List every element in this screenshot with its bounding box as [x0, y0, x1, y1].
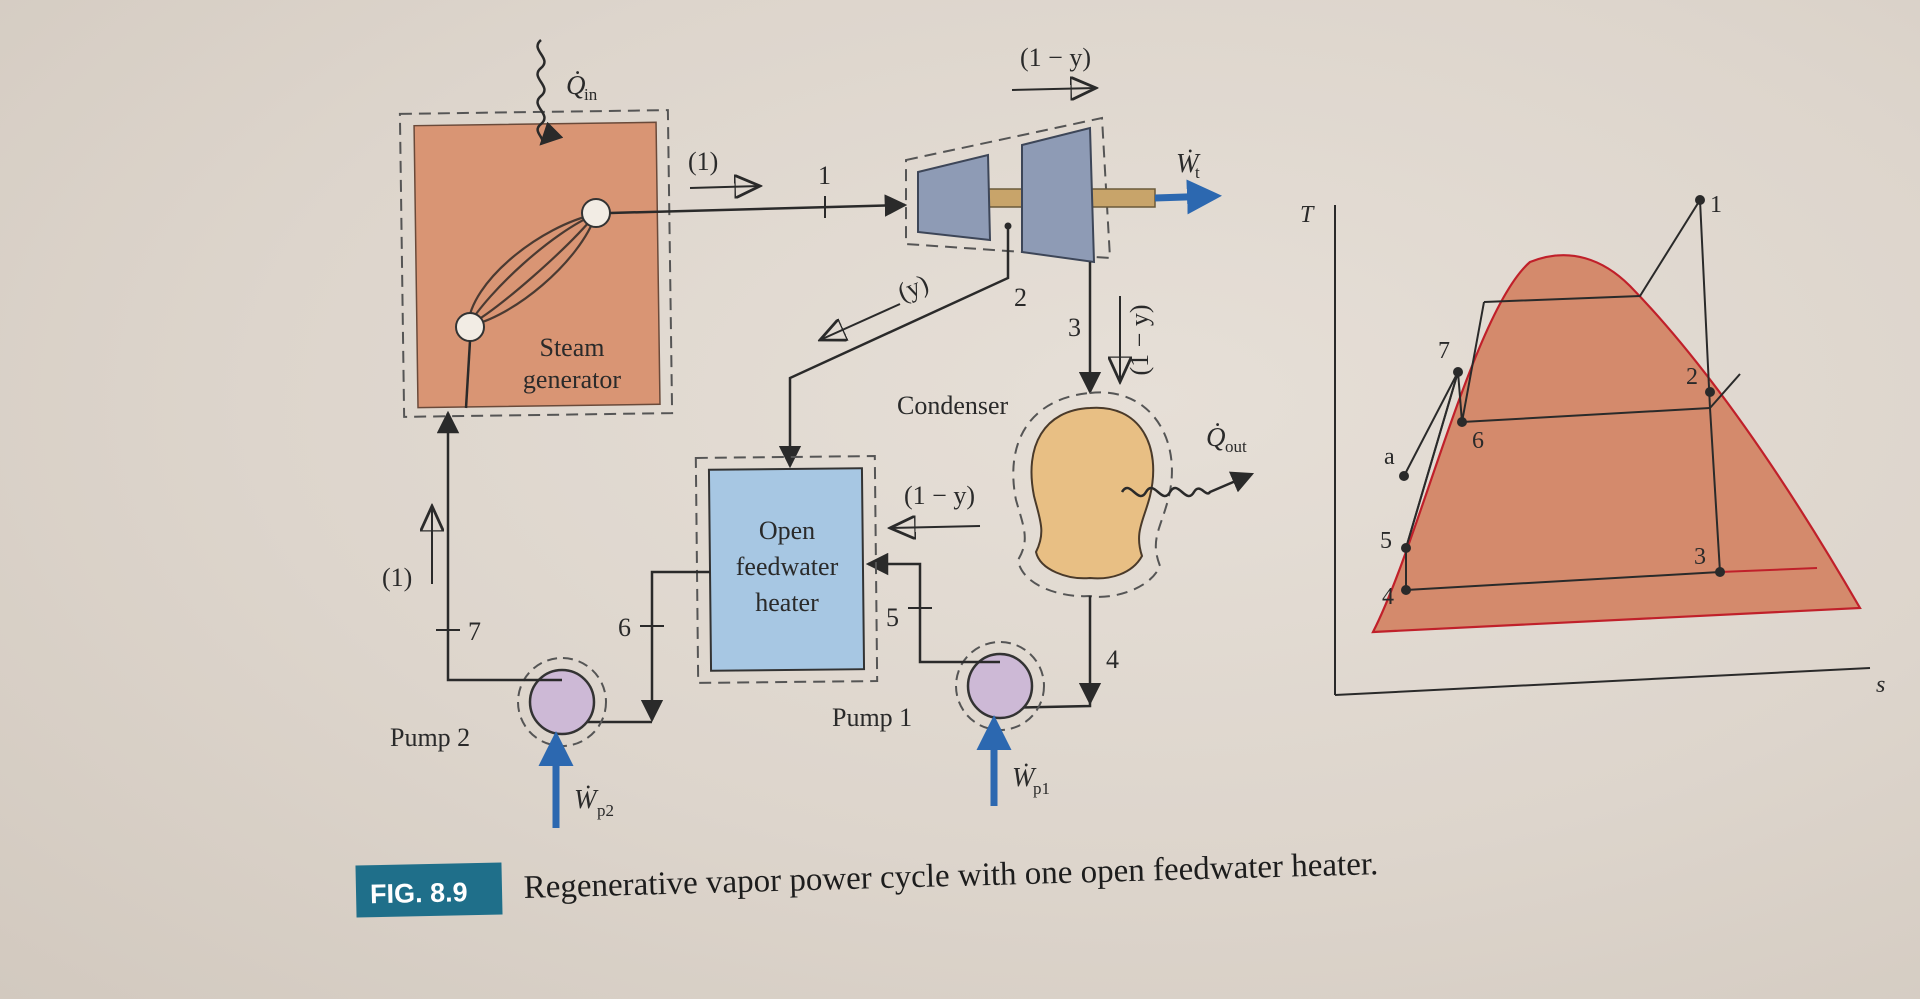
heater-label-line1: Open — [759, 516, 815, 545]
state-2-label: 2 — [1014, 283, 1027, 312]
ts-axis-s — [1334, 667, 1871, 696]
q-out-subscript: out — [1225, 437, 1247, 456]
q-in-subscript: in — [584, 85, 598, 104]
ts-point-a: a — [1384, 444, 1395, 470]
state-7-label: 7 — [468, 617, 481, 646]
steam-generator: Steam generator — [398, 109, 674, 418]
ts-point-5: 5 — [1380, 528, 1392, 554]
state-6-label: 6 — [618, 613, 631, 642]
pipe-gen-inlet — [464, 340, 472, 409]
fig-tag: FIG. 8.9 — [370, 877, 468, 909]
pump-2-label: Pump 2 — [390, 723, 470, 752]
pipe-state-7 — [436, 410, 562, 682]
flow-1-top-arrow — [689, 186, 760, 188]
turbine-stage-1 — [917, 153, 992, 242]
flow-1-minus-y-heater-label: (1 − y) — [904, 481, 975, 510]
pump-1: Pump 1 Ẇ p1 — [832, 641, 1050, 806]
flow-1-minus-y-heater-arrow — [890, 526, 981, 528]
pipe-state-5 — [865, 552, 1000, 664]
pump-1-label: Pump 1 — [832, 703, 912, 732]
heat-output-squiggle — [1120, 471, 1255, 498]
flow-1-minus-y-top-label: (1 − y) — [1020, 43, 1091, 72]
w-p1-label: Ẇ — [1012, 762, 1037, 792]
condenser-label: Condenser — [897, 391, 1009, 420]
flow-1-minus-y-top-arrow — [1011, 88, 1096, 90]
heater-label-line3: heater — [755, 588, 819, 617]
q-out-label: Q̇ — [1206, 422, 1226, 452]
figure-caption: FIG. 8.9 Regenerative vapor power cycle … — [355, 846, 1379, 918]
ts-point-1: 1 — [1710, 192, 1722, 218]
steam-generator-label-line2: generator — [523, 365, 622, 394]
q-in-label: Q̇ — [566, 70, 586, 100]
ts-axis-t-label: T — [1300, 202, 1315, 228]
ts-point-4: 4 — [1382, 584, 1394, 610]
condenser: Condenser Q̇ out — [897, 391, 1255, 598]
flow-y-label: (y) — [894, 269, 933, 307]
pipe-extraction-state-2 — [778, 226, 1010, 469]
pipe-condensate-to-pump1 — [999, 703, 1092, 710]
ts-point-7: 7 — [1438, 338, 1450, 364]
ts-point-3: 3 — [1694, 544, 1706, 570]
turbine-stage-2 — [1021, 126, 1096, 264]
flow-y-arrow — [820, 303, 901, 340]
ts-axis-s-label: s — [1876, 672, 1885, 698]
w-p2-label: Ẇ — [574, 784, 599, 814]
pump-2: Pump 2 Ẇ p2 — [390, 657, 614, 828]
heat-input-squiggle — [536, 39, 564, 146]
flow-1-top-label: (1) — [688, 147, 718, 176]
w-t-subscript: t — [1195, 163, 1200, 182]
state-4-label: 4 — [1106, 645, 1119, 674]
heat-input: Q̇ in — [536, 39, 598, 146]
flow-1-minus-y-vertical-label: (1 − y) — [1125, 305, 1154, 376]
state-3-label: 3 — [1068, 313, 1081, 342]
ts-point-2: 2 — [1686, 364, 1698, 390]
ts-point-6: 6 — [1472, 428, 1484, 454]
w-t-label: Ẇ — [1176, 148, 1201, 178]
ts-diagram: T s 1 2 3 4 5 6 7 — [1300, 192, 1885, 698]
caption-text: Regenerative vapor power cycle with one … — [523, 846, 1379, 906]
w-p2-subscript: p2 — [597, 801, 614, 820]
saturation-dome — [1371, 254, 1862, 634]
pipe-state-6 — [640, 570, 710, 723]
turbine-work-arrow — [1154, 179, 1222, 215]
pipe-state-1 — [609, 194, 908, 217]
state-1-label: 1 — [818, 161, 831, 190]
flow-1-left-label: (1) — [382, 563, 412, 592]
open-feedwater-heater: Open feedwater heater — [694, 455, 879, 684]
steam-generator-label-line1: Steam — [540, 333, 605, 362]
fig-tag-bg — [355, 862, 503, 918]
heater-label-line2: feedwater — [736, 552, 839, 581]
turbine: Ẇ t — [905, 116, 1222, 264]
state-5-label: 5 — [886, 603, 899, 632]
ts-state-points — [1399, 195, 1725, 595]
w-p1-subscript: p1 — [1033, 779, 1050, 798]
